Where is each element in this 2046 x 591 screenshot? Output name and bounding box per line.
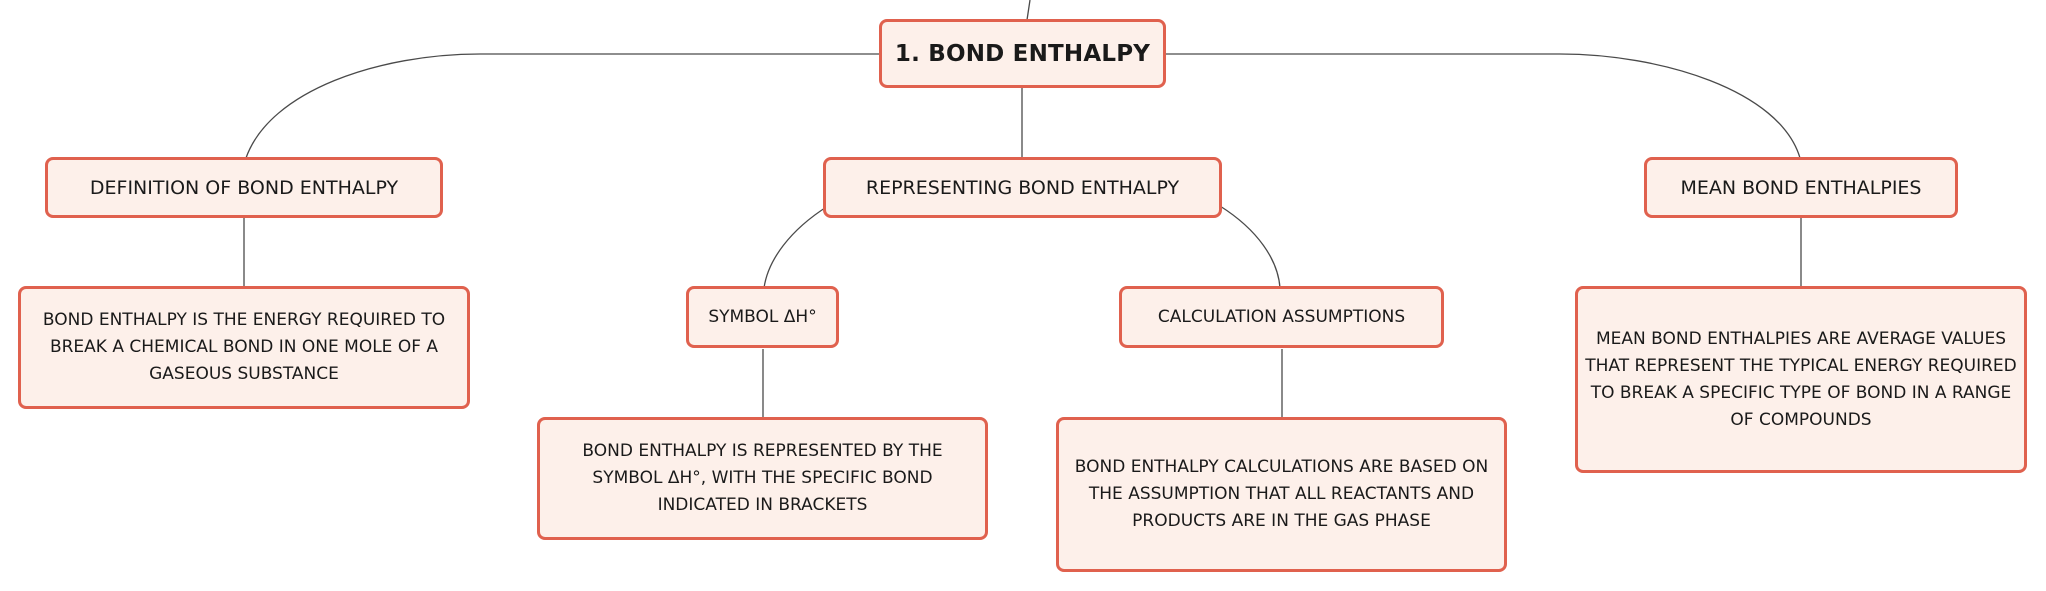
connector-representing-to-assumptions — [1219, 205, 1281, 289]
detail-node-mean[interactable]: MEAN BOND ENTHALPIES ARE AVERAGE VALUES … — [1575, 286, 2027, 473]
connector-representing-to-symbol — [763, 205, 829, 289]
topic-node-definition[interactable]: DEFINITION OF BOND ENTHALPY — [45, 157, 443, 218]
connector-root-to-definition — [245, 53, 880, 159]
detail-node-assumptions[interactable]: BOND ENTHALPY CALCULATIONS ARE BASED ON … — [1056, 417, 1507, 572]
detail-text-definition: BOND ENTHALPY IS THE ENERGY REQUIRED TO … — [42, 310, 446, 384]
topic-node-representing[interactable]: REPRESENTING BOND ENTHALPY — [823, 157, 1222, 218]
topic-label-representing: REPRESENTING BOND ENTHALPY — [865, 176, 1180, 199]
detail-text-assumptions: BOND ENTHALPY CALCULATIONS ARE BASED ON … — [1074, 457, 1489, 531]
detail-node-symbol[interactable]: BOND ENTHALPY IS REPRESENTED BY THE SYMB… — [537, 417, 988, 540]
topic-node-mean[interactable]: MEAN BOND ENTHALPIES — [1644, 157, 1958, 218]
detail-text-mean: MEAN BOND ENTHALPIES ARE AVERAGE VALUES … — [1585, 328, 2017, 430]
root-node[interactable]: 1. BOND ENTHALPY — [879, 19, 1166, 88]
connector-root-incoming — [1026, 0, 1031, 21]
sub-label-symbol: SYMBOL ΔH° — [708, 307, 817, 327]
root-node-label: 1. BOND ENTHALPY — [894, 40, 1151, 67]
sub-label-assumptions: CALCULATION ASSUMPTIONS — [1157, 307, 1406, 327]
sub-node-symbol[interactable]: SYMBOL ΔH° — [686, 286, 839, 348]
topic-label-mean: MEAN BOND ENTHALPIES — [1680, 176, 1922, 199]
sub-node-assumptions[interactable]: CALCULATION ASSUMPTIONS — [1119, 286, 1444, 348]
detail-text-symbol: BOND ENTHALPY IS REPRESENTED BY THE SYMB… — [582, 441, 943, 515]
detail-node-definition[interactable]: BOND ENTHALPY IS THE ENERGY REQUIRED TO … — [18, 286, 470, 409]
connector-root-to-mean — [1166, 53, 1801, 159]
topic-label-definition: DEFINITION OF BOND ENTHALPY — [89, 176, 399, 199]
